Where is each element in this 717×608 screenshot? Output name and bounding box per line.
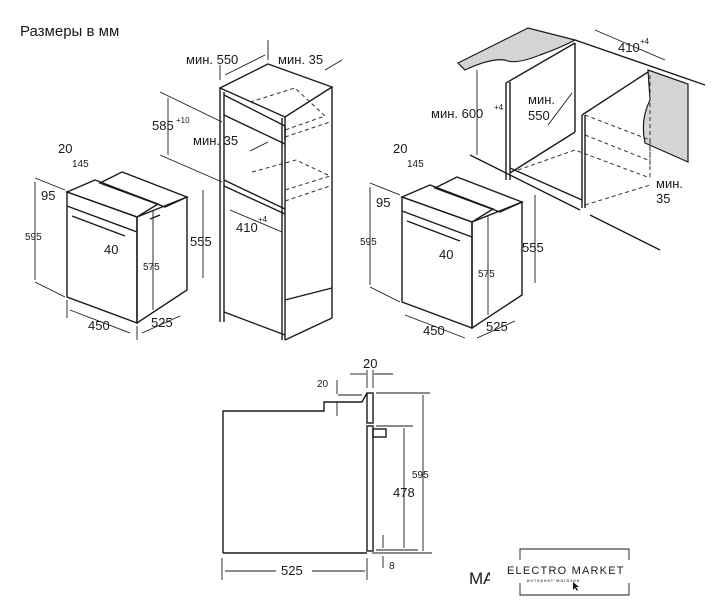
niche-width-tol: +4 xyxy=(640,37,650,46)
dim-575: 575 xyxy=(143,262,160,273)
dim-40: 40 xyxy=(439,247,453,262)
cabinet-back-gap-label: мин. 35 xyxy=(278,52,323,67)
dim-450: 450 xyxy=(423,323,445,338)
dim-20: 20 xyxy=(58,141,72,156)
oven-iso-left: 20 145 95 595 40 575 555 450 525 xyxy=(25,141,212,340)
niche-depth-label-1: мин. xyxy=(528,92,555,107)
dim-595: 595 xyxy=(360,237,377,248)
niche-depth-label-2: 550 xyxy=(528,108,550,123)
oven-iso-right: 20 145 95 595 40 575 555 450 525 xyxy=(360,141,544,339)
niche-height-tol: +4 xyxy=(494,103,504,112)
dim-95: 95 xyxy=(376,195,390,210)
watermark-partial-text: MA xyxy=(469,569,495,588)
cabinet-width-tol: +4 xyxy=(258,215,268,224)
diagram-title: Размеры в мм xyxy=(20,23,119,40)
shelf-gap-label: мин. 35 xyxy=(193,133,238,148)
dim-top-front: 20 xyxy=(363,356,377,371)
watermark-logo: MA ELECTRO MARKET интернет-магазин xyxy=(469,548,660,608)
cabinet-depth-label: мин. 550 xyxy=(186,52,238,67)
dim-145: 145 xyxy=(72,159,89,170)
niche-width: 410 xyxy=(618,40,640,55)
dim-555: 555 xyxy=(522,240,544,255)
dim-depth: 525 xyxy=(281,563,303,578)
dim-height: 595 xyxy=(412,470,429,481)
cursor-icon xyxy=(573,582,579,591)
dim-door: 478 xyxy=(393,485,415,500)
dim-595: 595 xyxy=(25,232,42,243)
watermark-tagline: интернет-магазин xyxy=(527,578,580,583)
niche-gap-label-2: 35 xyxy=(656,191,670,206)
watermark-brand: ELECTRO MARKET xyxy=(507,565,625,577)
dim-40: 40 xyxy=(104,242,118,257)
undercounter-niche: 410 +4 мин. 600 +4 мин. 550 мин. 35 xyxy=(431,27,706,251)
tall-cabinet: мин. 550 мин. 35 585 +10 мин. 35 410 +4 xyxy=(152,40,343,341)
dim-575: 575 xyxy=(478,269,495,280)
niche-height-tol: +10 xyxy=(176,116,190,125)
niche-height-label: мин. 600 xyxy=(431,106,483,121)
oven-side-view: 20 20 595 478 8 525 xyxy=(221,356,432,580)
dim-450: 450 xyxy=(88,318,110,333)
dim-525: 525 xyxy=(151,315,173,330)
dim-555: 555 xyxy=(190,234,212,249)
dim-20: 20 xyxy=(393,141,407,156)
niche-gap-label-1: мин. xyxy=(656,176,683,191)
niche-height: 585 xyxy=(152,118,174,133)
cabinet-width: 410 xyxy=(236,220,258,235)
dim-145: 145 xyxy=(407,159,424,170)
dim-95: 95 xyxy=(41,188,55,203)
dim-bottom: 8 xyxy=(389,561,395,572)
dim-top-step: 20 xyxy=(317,379,329,390)
dim-525: 525 xyxy=(486,319,508,334)
